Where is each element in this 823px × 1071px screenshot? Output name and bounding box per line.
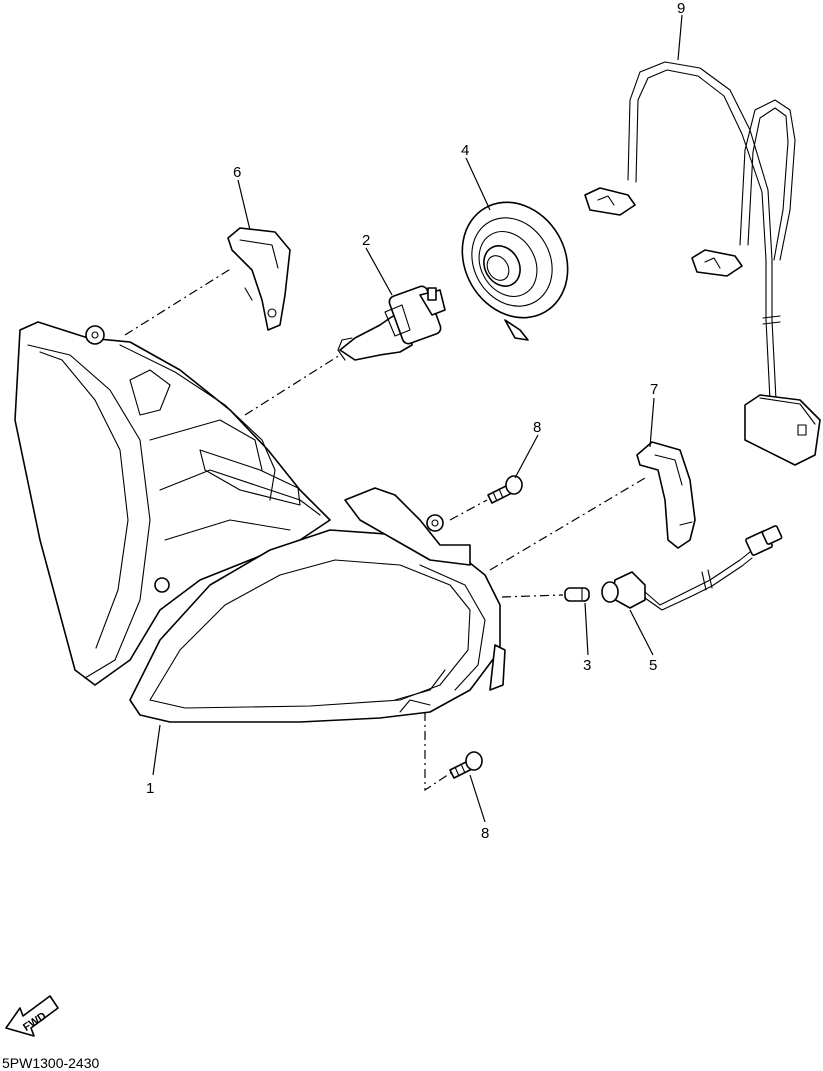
forward-arrow-icon — [5, 995, 59, 1037]
callout-6: 6 — [233, 164, 241, 181]
callout-4: 4 — [461, 142, 469, 159]
callout-labels: 1 2 3 4 5 6 7 8 8 9 — [146, 0, 685, 842]
callout-leaders — [152, 14, 683, 823]
screw-upper — [487, 475, 523, 504]
callout-3: 3 — [583, 657, 591, 674]
upper-clip — [227, 227, 291, 331]
headlight-wire-harness — [584, 61, 821, 466]
bulb-cover — [461, 201, 569, 341]
diagram-code: 5PW1300-2430 — [2, 1055, 100, 1071]
forward-arrow: FWD — [5, 995, 59, 1037]
headlight-bulb — [337, 285, 446, 361]
callout-9: 9 — [677, 0, 685, 17]
headlight-assembly — [14, 321, 506, 723]
callout-2: 2 — [362, 232, 370, 249]
callout-5: 5 — [649, 657, 657, 674]
position-bulb — [564, 587, 590, 602]
callout-1: 1 — [146, 780, 154, 797]
bulb-socket — [601, 525, 783, 611]
assembly-lines — [124, 267, 646, 792]
callout-8-upper: 8 — [533, 419, 541, 436]
callout-8-lower: 8 — [481, 825, 489, 842]
callout-7: 7 — [650, 381, 658, 398]
screw-lower — [449, 751, 483, 779]
side-bracket-clip — [636, 441, 696, 549]
